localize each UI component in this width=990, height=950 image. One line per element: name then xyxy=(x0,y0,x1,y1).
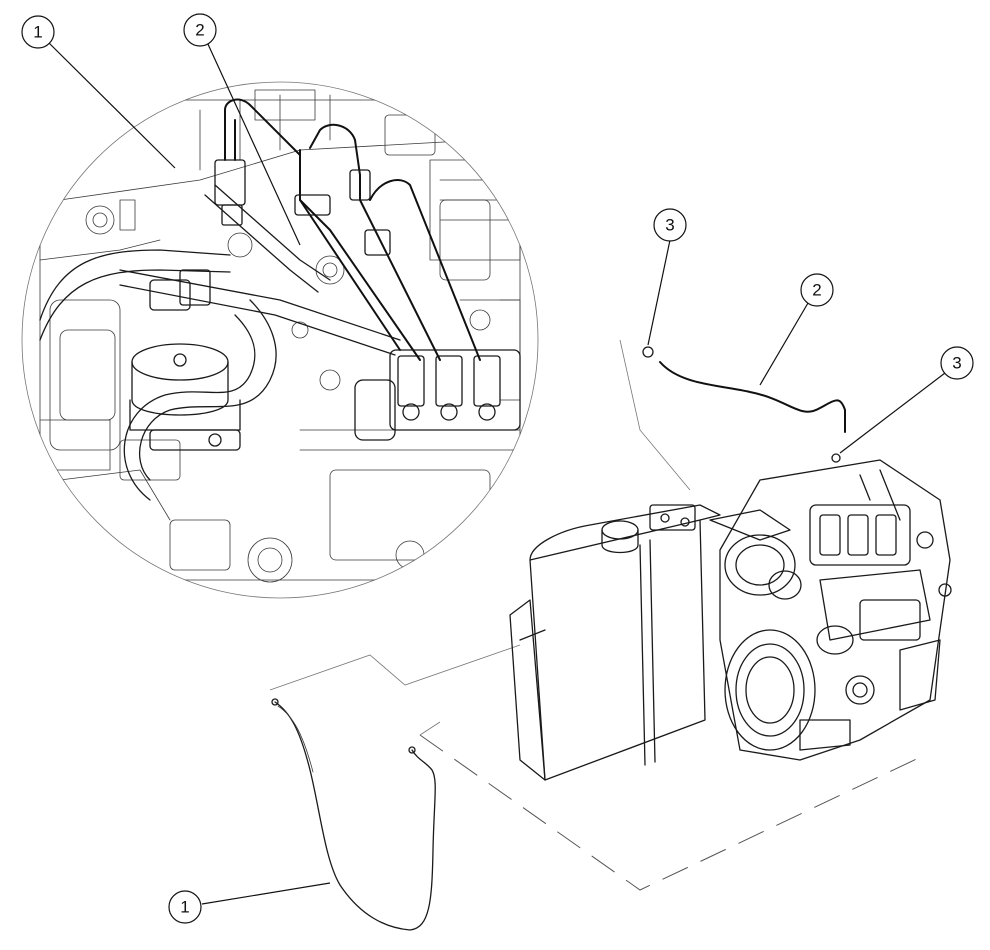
fuel-tank xyxy=(509,504,721,781)
detail-circle-border xyxy=(21,81,539,599)
callouts: 1 2 3 2 3 1 xyxy=(21,13,974,924)
fuel-line-assembly xyxy=(619,339,846,491)
leader-1-top xyxy=(47,41,176,169)
callout-1-top-label: 1 xyxy=(33,23,42,42)
filler-cap xyxy=(601,520,639,540)
leader-lines xyxy=(47,41,946,905)
callout-3-left-label: 3 xyxy=(665,216,674,235)
callout-2-right-label: 2 xyxy=(812,281,821,300)
callout-2-top: 2 xyxy=(183,13,217,47)
leader-1-bottom xyxy=(201,882,331,905)
callout-3-left: 3 xyxy=(653,208,687,242)
callout-1-top: 1 xyxy=(21,15,55,49)
callout-2-top-label: 2 xyxy=(195,21,204,40)
callout-1-bottom: 1 xyxy=(168,890,202,924)
callout-1-bottom-label: 1 xyxy=(180,898,189,917)
fuel-line-1 xyxy=(271,698,436,931)
engine-tank-assembly xyxy=(509,459,952,781)
detail-view xyxy=(21,81,539,599)
leader-2-right xyxy=(759,302,809,386)
projection-line-a xyxy=(619,339,691,491)
air-intake xyxy=(724,534,796,596)
washer-3-left xyxy=(642,346,654,358)
engine xyxy=(709,459,952,761)
flywheel-housing xyxy=(724,629,816,751)
washer-3-right xyxy=(831,453,841,463)
callout-2-right: 2 xyxy=(800,273,834,307)
leader-3-left xyxy=(647,239,671,346)
projection-outline xyxy=(269,644,926,891)
fuel-filter xyxy=(129,343,241,451)
leader-2-top xyxy=(206,41,301,246)
callout-3-right: 3 xyxy=(940,346,974,380)
callout-3-right-label: 3 xyxy=(952,354,961,373)
fuel-line-2 xyxy=(659,361,846,433)
detail-contents xyxy=(39,89,521,583)
leader-3-right xyxy=(839,372,946,454)
